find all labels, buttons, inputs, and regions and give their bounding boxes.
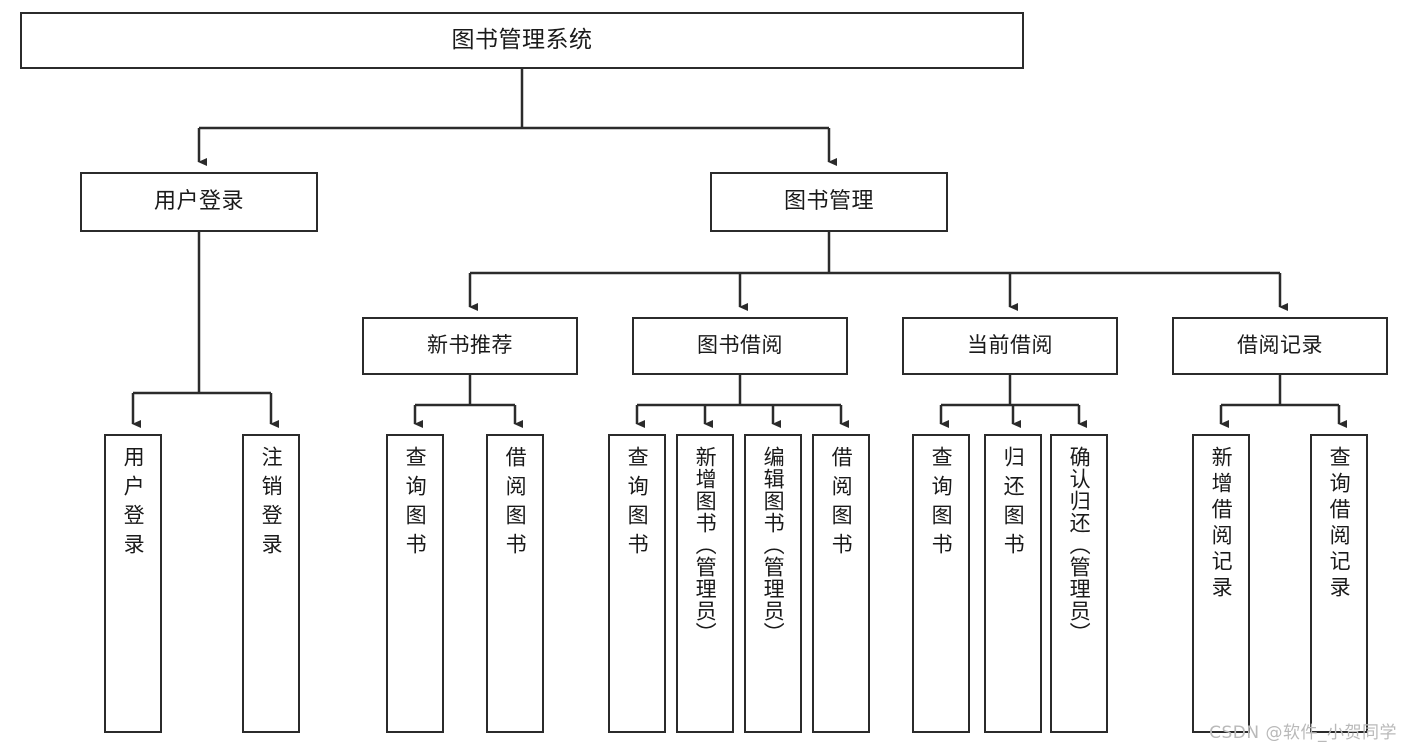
node-leaf-add-book-admin[interactable]: 新增图书（管理员） xyxy=(676,434,734,733)
node-leaf-add-borrow-record[interactable]: 新增借阅记录 xyxy=(1192,434,1250,733)
node-user-login[interactable]: 用户登录 xyxy=(80,172,318,232)
node-leaf-add-borrow-record-label: 新增借阅记录 xyxy=(1209,446,1234,602)
node-borrow-record-label: 借阅记录 xyxy=(1237,333,1323,358)
node-book-borrow[interactable]: 图书借阅 xyxy=(632,317,848,375)
edges-borrowrecord-to-leaves xyxy=(1219,375,1347,428)
node-leaf-add-book-admin-label: 新增图书（管理员） xyxy=(693,446,718,644)
node-leaf-borrow-book[interactable]: 借阅图书 xyxy=(812,434,870,733)
node-book-manage-label: 图书管理 xyxy=(783,188,874,214)
node-leaf-query-book-borrow[interactable]: 查询图书 xyxy=(608,434,666,733)
node-book-manage[interactable]: 图书管理 xyxy=(710,172,948,232)
node-leaf-borrow-book-rec-label: 借阅图书 xyxy=(503,446,528,562)
edges-bookborrow-to-leaves xyxy=(635,375,849,428)
node-leaf-user-login-label: 用户登录 xyxy=(121,446,146,562)
node-leaf-user-logout[interactable]: 注销登录 xyxy=(242,434,300,733)
node-leaf-borrow-book-rec[interactable]: 借阅图书 xyxy=(486,434,544,733)
node-user-login-label: 用户登录 xyxy=(153,188,244,214)
node-leaf-borrow-book-label: 借阅图书 xyxy=(829,446,854,562)
node-leaf-user-login[interactable]: 用户登录 xyxy=(104,434,162,733)
node-leaf-query-book-current[interactable]: 查询图书 xyxy=(912,434,970,733)
node-leaf-query-borrow-record[interactable]: 查询借阅记录 xyxy=(1310,434,1368,733)
node-leaf-query-book-borrow-label: 查询图书 xyxy=(625,446,650,562)
edges-bookmanage-to-level3 xyxy=(468,232,1288,311)
edges-currentborrow-to-leaves xyxy=(939,375,1087,428)
node-leaf-confirm-return-admin-label: 确认归还（管理员） xyxy=(1067,446,1092,644)
node-borrow-record[interactable]: 借阅记录 xyxy=(1172,317,1388,375)
node-leaf-return-book[interactable]: 归还图书 xyxy=(984,434,1042,733)
node-leaf-return-book-label: 归还图书 xyxy=(1001,446,1026,562)
node-leaf-query-book-current-label: 查询图书 xyxy=(929,446,954,562)
node-leaf-query-book-rec-label: 查询图书 xyxy=(403,446,428,562)
node-leaf-edit-book-admin[interactable]: 编辑图书（管理员） xyxy=(744,434,802,733)
node-new-book-rec-label: 新书推荐 xyxy=(427,333,513,358)
edges-userlogin-to-leaves xyxy=(131,232,279,428)
node-current-borrow[interactable]: 当前借阅 xyxy=(902,317,1118,375)
node-leaf-query-borrow-record-label: 查询借阅记录 xyxy=(1327,446,1352,602)
node-leaf-edit-book-admin-label: 编辑图书（管理员） xyxy=(761,446,786,644)
node-root-system[interactable]: 图书管理系统 xyxy=(20,12,1024,69)
node-current-borrow-label: 当前借阅 xyxy=(967,333,1053,358)
node-new-book-rec[interactable]: 新书推荐 xyxy=(362,317,578,375)
node-leaf-confirm-return-admin[interactable]: 确认归还（管理员） xyxy=(1050,434,1108,733)
edges-newbookrec-to-leaves xyxy=(413,375,523,428)
node-leaf-user-logout-label: 注销登录 xyxy=(259,446,284,562)
node-leaf-query-book-rec[interactable]: 查询图书 xyxy=(386,434,444,733)
node-root-label: 图书管理系统 xyxy=(451,26,593,53)
node-book-borrow-label: 图书借阅 xyxy=(697,333,783,358)
csdn-watermark: CSDN @软件_小贺同学 xyxy=(1209,723,1397,743)
edges-root-to-level2 xyxy=(197,69,837,166)
